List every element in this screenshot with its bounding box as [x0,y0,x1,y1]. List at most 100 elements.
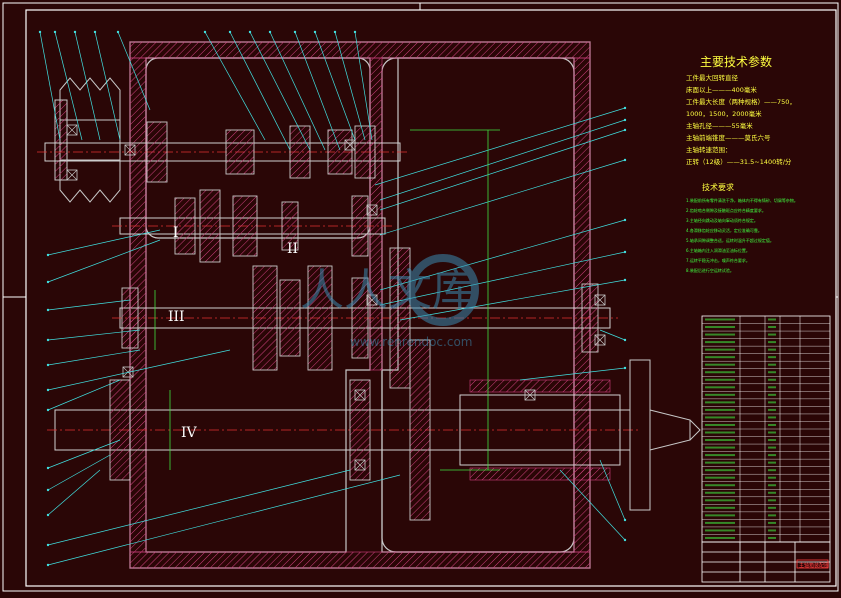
leader-line [334,31,366,141]
param-line: 正转（12级）——31.5~1400转/分 [686,157,792,166]
parts-table-cell-mark [768,499,776,502]
bearing-box [354,389,366,401]
leader-dot [116,30,120,34]
bearing-cross [122,366,134,378]
leader-line [379,129,626,211]
leader-dot [46,363,50,367]
leader-dot [46,488,50,492]
leader-line [47,454,111,491]
parts-table-cell-mark [768,326,776,329]
leader-line [74,31,101,141]
spindle-nose [629,359,701,511]
bearing-box [122,366,134,378]
leader-line [47,469,101,516]
parts-table-cell-mark [705,536,735,539]
bearing-box [366,204,378,216]
leader-line [94,31,121,141]
leader-line [519,367,626,381]
parts-table-cell-mark [768,514,776,517]
leader-line [599,459,626,521]
leader-line [379,119,626,201]
bearing-cross [66,124,78,136]
parts-table-cell-mark [705,408,735,411]
bearing-box [66,124,78,136]
leader-dot [46,513,50,517]
shaft-label-1: I [173,225,179,241]
watermark: 人人文库 www.renrendoc.com [300,254,479,349]
parts-table-cell-mark [768,454,776,457]
leader-dot [46,563,50,567]
gear-section [351,277,369,359]
leader-dot [623,250,627,254]
parts-table-cell-mark [705,529,735,532]
gear-section [121,287,139,349]
leader-dot [293,30,297,34]
watermark-logo-ring [407,254,479,326]
leader-line [47,299,131,311]
leader-line [47,469,351,546]
parts-table-cell-mark [705,348,735,351]
requirements-title: 技术要求 [702,182,734,192]
leader-line [229,31,291,151]
gear-section [289,125,311,179]
spindle-bearing-top [469,379,611,393]
gear-section [281,201,299,251]
leader-line [599,329,626,341]
parts-table-cell-mark [705,416,735,419]
parts-table-cell-mark [705,476,735,479]
parts-table-cell-mark [768,318,776,321]
parts-table-cell-mark [705,326,735,329]
gear-section [225,129,255,175]
parts-table-cell-mark [768,423,776,426]
bearing-box [594,334,606,346]
parts-table-cell-mark [768,461,776,464]
leader-line [204,31,266,141]
leader-line [47,229,161,256]
bearing-box [354,459,366,471]
gear-section [349,379,371,481]
leader-line [314,31,356,141]
gear-section [174,197,196,255]
parts-table-cell-mark [705,363,735,366]
parts-table-cell-mark [768,416,776,419]
gears-group [66,121,606,521]
gear-section [581,283,599,353]
gear-section [232,195,258,257]
parts-table-cell-mark [768,536,776,539]
parts-table-cell-mark [705,356,735,359]
leader-dot [623,158,627,162]
leader-dot [623,218,627,222]
leader-dot [73,30,77,34]
bearing-cross [66,169,78,181]
parts-table-cell-mark [705,514,735,517]
gear-section [327,129,353,175]
leader-line [379,219,626,291]
leader-line [39,31,61,141]
leader-dot [623,366,627,370]
gear-section [199,189,221,263]
leader-dot [38,30,42,34]
leader-dot [46,338,50,342]
parts-table-cell-mark [705,506,735,509]
gear-section [354,125,376,179]
parts-table-cell-mark [705,521,735,524]
gear-section [279,279,301,357]
bearing-cross [366,204,378,216]
req-line: 5.轴承间隙调整合适，运转时温升不超过规定值。 [686,237,774,243]
leader-line [47,474,401,566]
shaft-label-3: III [168,309,185,325]
leader-dot [46,388,50,392]
title-block [701,541,831,583]
parts-table-cell-mark [768,341,776,344]
gear-section [409,339,431,521]
req-line: 6.主轴箱内注入润滑油至油标位置。 [686,247,750,253]
shaft-labels: I II III IV [168,225,298,441]
req-line: 8.装配后进行空运转试验。 [686,267,734,273]
dimension-lines [154,129,500,471]
gear-section [307,265,333,371]
gear-section [252,265,278,371]
bearing-cross [594,334,606,346]
leader-line [117,31,151,111]
bearing-cross [354,389,366,401]
